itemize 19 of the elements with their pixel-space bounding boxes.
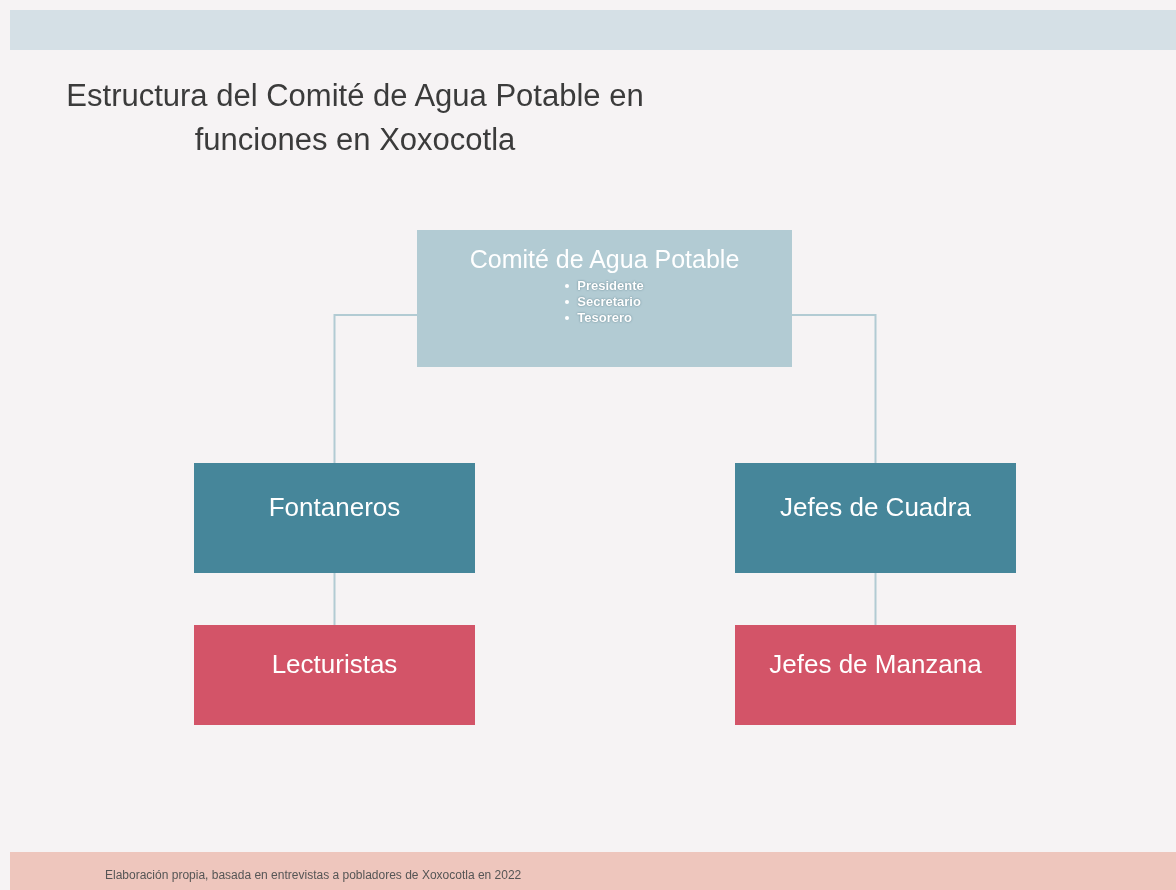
list-item: Tesorero bbox=[577, 310, 632, 326]
connector-line bbox=[333, 314, 418, 464]
org-box bbox=[194, 463, 475, 573]
box-title: Jefes de Cuadra bbox=[780, 491, 971, 524]
box-title: Jefes de Manzana bbox=[769, 648, 982, 681]
org-box bbox=[194, 625, 475, 725]
org-box bbox=[417, 230, 792, 367]
caption: Elaboración propia, basada en entrevistas a pobladores de Xoxocotla en 2022 bbox=[105, 867, 522, 884]
title: Estructura del Comité de Agua Potable en funciones en Xoxocotla bbox=[65, 77, 645, 159]
connector-line bbox=[874, 572, 877, 626]
box-title: Fontaneros bbox=[268, 491, 401, 524]
box-title: Comité de Agua Potable bbox=[469, 244, 740, 275]
list-item: Secretario bbox=[577, 294, 641, 310]
connector-line bbox=[791, 314, 877, 464]
org-box bbox=[735, 463, 1016, 573]
list-item: Presidente bbox=[577, 278, 644, 294]
connector-line bbox=[333, 572, 336, 626]
org-box bbox=[735, 625, 1016, 725]
box-title: Lecturistas bbox=[271, 648, 398, 681]
